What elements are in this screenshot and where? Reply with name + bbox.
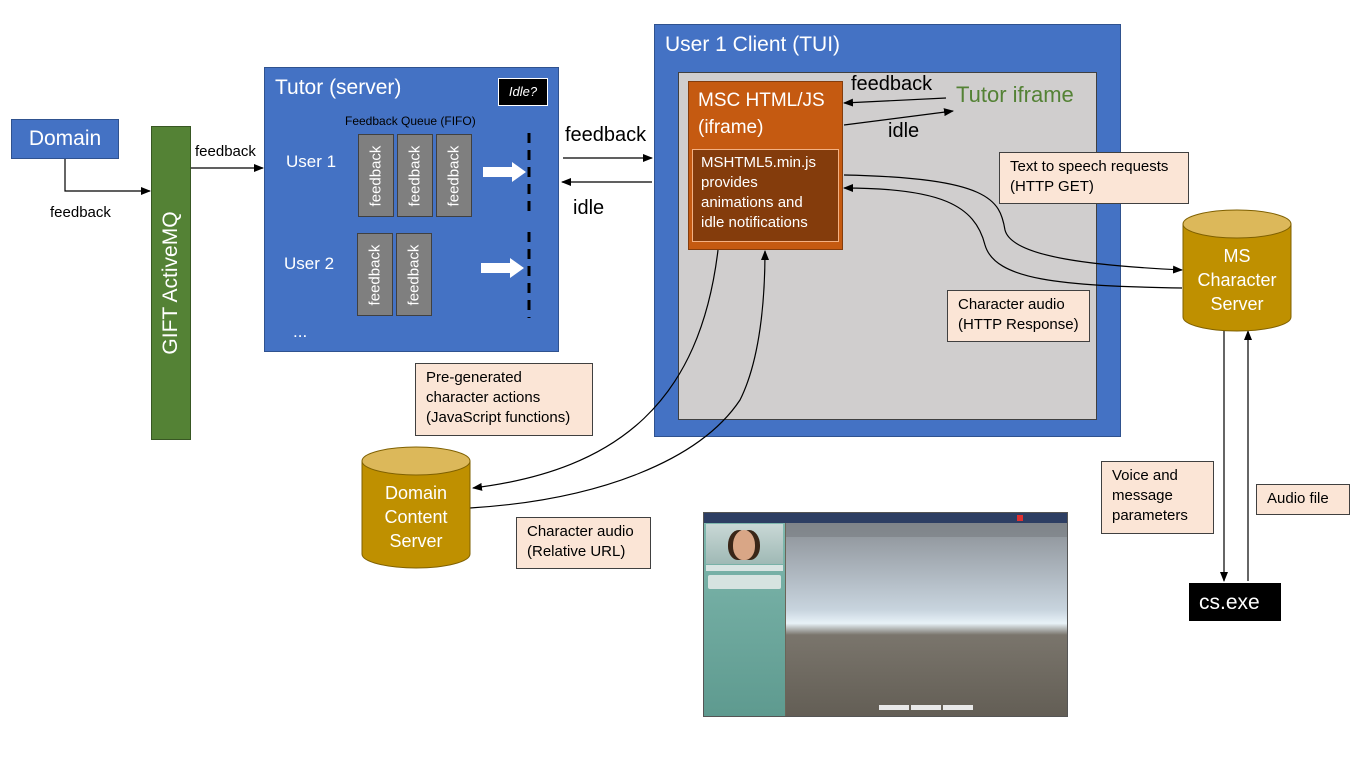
- label-feedback-domain: feedback: [50, 204, 111, 221]
- thumbnail-button: [911, 705, 941, 710]
- domain-box: Domain: [11, 119, 119, 159]
- note-char-audio-http: Character audio (HTTP Response): [947, 290, 1090, 342]
- note-pregen-line1: Pre-generated: [426, 369, 522, 386]
- label-idle-main: idle: [573, 197, 605, 219]
- tutor-server-box: Tutor (server) Idle? Feedback Queue (FIF…: [264, 67, 559, 352]
- feedback-card: feedback: [436, 134, 472, 217]
- note-pregen-line2: character actions: [426, 389, 541, 406]
- char-audio-response-arrow: [843, 184, 1183, 289]
- client-title: User 1 Client (TUI): [665, 33, 841, 56]
- thumbnail-header-strip: [786, 523, 1067, 537]
- tutor-title: Tutor (server): [275, 76, 402, 99]
- feedback-card: feedback: [357, 233, 393, 316]
- note-audio-file-line1: Audio file: [1267, 490, 1329, 507]
- queue-arrow-icon: [481, 258, 524, 278]
- domain-content-server-cylinder: [361, 446, 471, 569]
- note-char-audio-rel: Character audio (Relative URL): [516, 517, 651, 569]
- thumbnail-titlebar: [704, 513, 1067, 523]
- thumbnail-avatar: [706, 524, 783, 564]
- thumbnail-button: [943, 705, 973, 710]
- feedback-card: feedback: [396, 233, 432, 316]
- ms-server-line2: Character: [1197, 270, 1277, 290]
- note-pregen-line3: (JavaScript functions): [426, 409, 571, 426]
- thumbnail-button: [879, 705, 909, 710]
- note-voice: Voice and message parameters: [1101, 461, 1214, 534]
- feedback-card: feedback: [397, 134, 433, 217]
- queue-arrow-icon: [483, 162, 526, 182]
- user2-label: User 2: [284, 254, 335, 273]
- app-screenshot-thumbnail: [703, 512, 1068, 717]
- label-feedback-gift: feedback: [195, 143, 256, 160]
- pregen-actions-arrow: [472, 249, 719, 491]
- ms-server-label: MS Character Server: [1183, 244, 1291, 316]
- note-tts-line1: Text to speech requests: [1010, 158, 1169, 175]
- note-char-audio-http-line1: Character audio: [958, 296, 1065, 313]
- note-voice-line3: parameters: [1112, 507, 1188, 524]
- ms-server-line3: Server: [1210, 294, 1264, 314]
- note-pregen: Pre-generated character actions (JavaScr…: [415, 363, 593, 436]
- tutor-iframe-label: Tutor iframe: [956, 82, 1074, 107]
- user1-label: User 1: [286, 152, 337, 171]
- label-feedback-main: feedback: [565, 124, 647, 146]
- cs-exe-box: cs.exe: [1189, 583, 1281, 621]
- thumbnail-close-icon: [1017, 515, 1023, 521]
- thumbnail-main-area: [786, 523, 1067, 716]
- avatar-face: [733, 530, 755, 560]
- domain-content-line3: Server: [389, 531, 443, 551]
- msc-inner-text: MSHTML5.min.js provides animations and i…: [701, 154, 817, 231]
- thumbnail-sidebar-toolbar: [706, 565, 783, 571]
- label-feedback-inner: feedback: [851, 73, 933, 95]
- msc-box: MSC HTML/JS (iframe) MSHTML5.min.js prov…: [688, 81, 843, 250]
- cs-exe-label: cs.exe: [1199, 591, 1260, 614]
- msc-inner-box: MSHTML5.min.js provides animations and i…: [692, 149, 839, 242]
- ms-server-line1: MS: [1223, 246, 1251, 266]
- domain-label: Domain: [28, 127, 102, 150]
- label-idle-inner: idle: [888, 120, 920, 142]
- domain-content-line1: Domain: [384, 483, 448, 503]
- thumbnail-message-card: [708, 575, 781, 589]
- note-char-audio-rel-line2: (Relative URL): [527, 543, 626, 560]
- tts-request-arrow: [843, 174, 1183, 274]
- ms-character-server-cylinder: [1182, 209, 1292, 332]
- msc-idle-arrow: [843, 108, 954, 126]
- char-audio-relative-arrow: [469, 250, 769, 509]
- msc-subtitle: (iframe): [698, 117, 764, 138]
- idle-badge: Idle?: [498, 78, 548, 106]
- msc-title: MSC HTML/JS: [698, 90, 825, 111]
- domain-content-line2: Content: [384, 507, 448, 527]
- gift-activemq-box: GIFT ActiveMQ: [151, 126, 191, 440]
- note-tts-line2: (HTTP GET): [1010, 178, 1094, 195]
- ellipsis: ...: [293, 322, 308, 341]
- note-tts: Text to speech requests (HTTP GET): [999, 152, 1189, 204]
- note-char-audio-rel-line1: Character audio: [527, 523, 634, 540]
- tutor-iframe-feedback-arrow: [843, 97, 947, 107]
- note-audio-file: Audio file: [1256, 484, 1350, 515]
- note-voice-line2: message: [1112, 487, 1173, 504]
- note-voice-line1: Voice and: [1112, 467, 1178, 484]
- idle-badge-label: Idle?: [508, 84, 538, 99]
- note-char-audio-http-line2: (HTTP Response): [958, 316, 1079, 333]
- domain-to-gift-arrow: [64, 159, 151, 195]
- feedback-card: feedback: [358, 134, 394, 217]
- domain-content-label: Domain Content Server: [362, 481, 470, 553]
- queue-label: Feedback Queue (FIFO): [345, 114, 476, 128]
